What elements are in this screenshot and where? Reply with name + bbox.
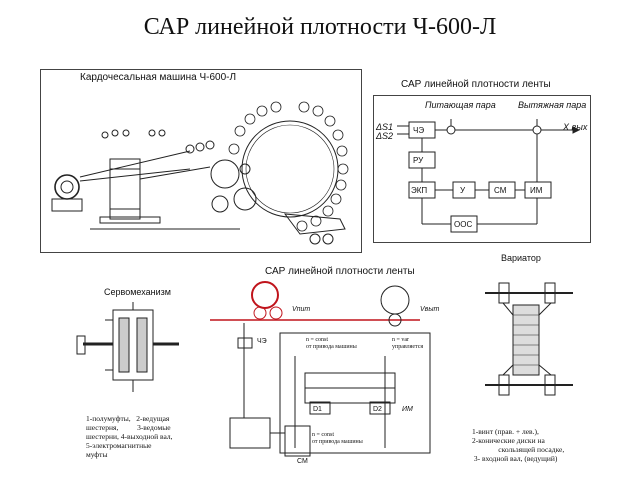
che-label: ЧЭ <box>257 338 267 345</box>
block-ru: РУ <box>413 156 424 165</box>
ds2-label: ΔS2 <box>376 131 394 141</box>
variator-title: Вариатор <box>501 253 541 263</box>
servo-drawing <box>76 302 179 392</box>
ds1-label: ΔS1 <box>376 122 394 132</box>
servo-title: Сервомеханизм <box>104 287 171 297</box>
block-im: ИМ <box>530 186 543 195</box>
block-che: ЧЭ <box>413 126 424 135</box>
block-oos: ООС <box>454 220 472 229</box>
v-vyt-label: Vвыт <box>420 306 440 313</box>
d1-label: D1 <box>313 406 322 413</box>
draw-pair-label: Вытяжная пара <box>518 100 587 110</box>
variator-caption: 1-винт (прав. + лев.), 2-конические диск… <box>472 427 565 463</box>
sar-bottom-diagram <box>210 281 431 457</box>
v-pit-label: Vпит <box>292 306 311 313</box>
sar-tape-panel <box>373 95 591 243</box>
x-out-label: Х вых <box>563 122 588 132</box>
slide-title: САР линейной плотности Ч-600-Л <box>143 14 497 40</box>
sm-label: СМ <box>297 458 308 465</box>
block-sm: СМ <box>494 186 507 195</box>
sar-tape-diagram: ЧЭ РУ ЭКП У СМ ИМ ООС <box>397 119 581 233</box>
n-var-label: n = var управляется <box>392 337 424 350</box>
feed-pair-label: Питающая пара <box>425 100 496 110</box>
sar-tape-title: САР линейной плотности ленты <box>401 79 551 90</box>
n-const-bottom-label: n = const от привода машины <box>312 432 363 445</box>
card-machine-title: Кардочесальная машина Ч-600-Л <box>80 72 237 83</box>
card-machine-panel <box>40 69 362 253</box>
n-const-top-label: n = const от привода машины <box>306 337 357 350</box>
card-machine-drawing <box>51 101 349 245</box>
d2-label: D2 <box>373 406 382 413</box>
block-u: У <box>460 186 466 195</box>
sar-bottom-title: САР линейной плотности ленты <box>265 266 415 277</box>
block-ekp: ЭКП <box>411 186 427 195</box>
variator-drawing <box>485 282 573 396</box>
servo-caption: 1-полумуфты, 2-ведущая шестерня, 3-ведом… <box>86 414 173 459</box>
im-label: ИМ <box>402 406 413 413</box>
